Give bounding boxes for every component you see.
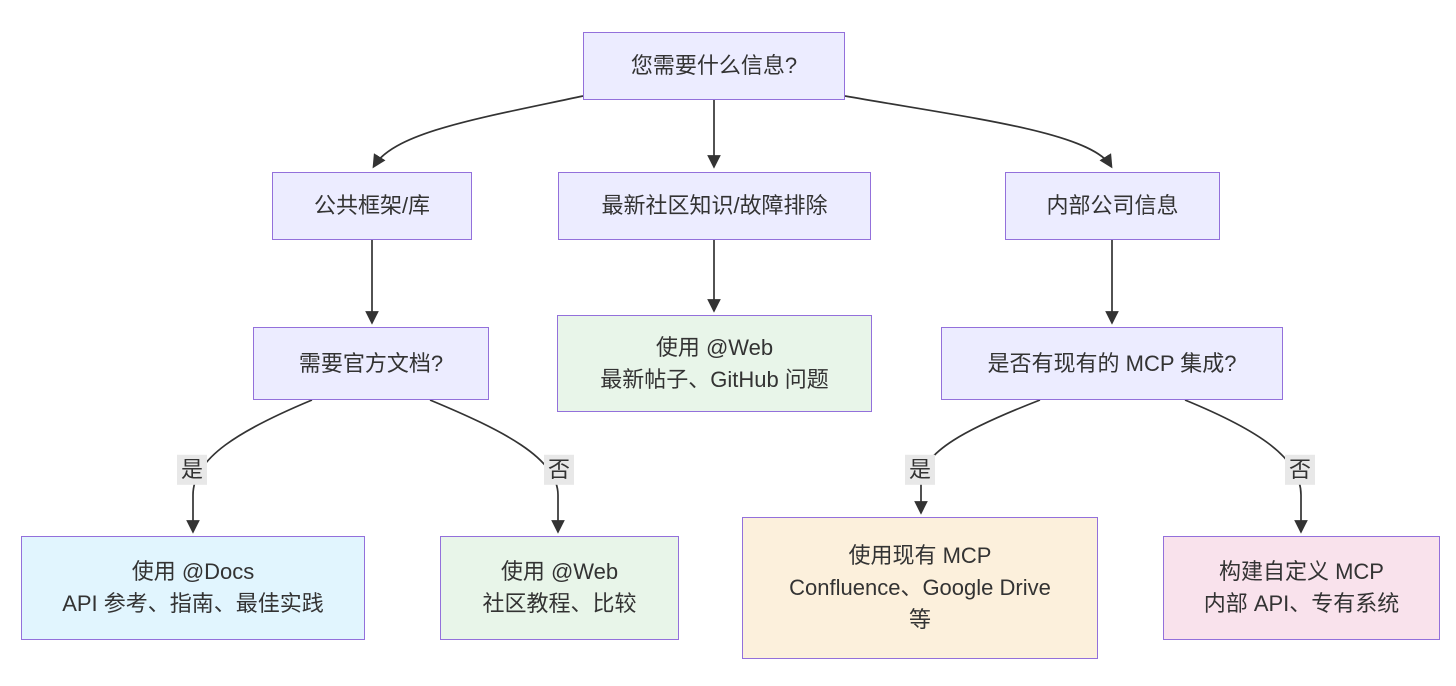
node-use-web-community-line2: 社区教程、比较	[482, 591, 637, 616]
node-community-knowledge-label: 最新社区知识/故障排除	[601, 193, 828, 218]
node-use-docs-line2: API 参考、指南、最佳实践	[62, 591, 324, 616]
edge-mcp-no-to-build-custom-mcp	[1184, 399, 1308, 534]
node-use-docs: 使用 @Docs API 参考、指南、最佳实践	[21, 536, 365, 640]
edge-label-docs-yes: 是	[176, 454, 208, 486]
node-use-web-community-line1: 使用 @Web	[500, 559, 619, 584]
edge-docs-yes-to-use-docs	[186, 399, 313, 534]
node-need-official-docs-label: 需要官方文档?	[298, 350, 444, 376]
edge-mcp-yes-to-use-existing-mcp	[914, 399, 1041, 515]
node-build-custom-mcp-line2: 内部 API、专有系统	[1203, 591, 1400, 616]
node-use-existing-mcp: 使用现有 MCP Confluence、Google Drive 等	[742, 517, 1098, 659]
node-existing-mcp-question: 是否有现有的 MCP 集成?	[941, 327, 1283, 400]
node-use-existing-mcp-line3: 等	[908, 607, 931, 632]
node-community-knowledge: 最新社区知识/故障排除	[558, 172, 871, 240]
node-build-custom-mcp: 构建自定义 MCP 内部 API、专有系统	[1163, 536, 1440, 640]
node-existing-mcp-question-label: 是否有现有的 MCP 集成?	[987, 350, 1237, 376]
node-need-official-docs-question: 需要官方文档?	[253, 327, 489, 400]
node-use-web-community: 使用 @Web 社区教程、比较	[440, 536, 679, 640]
node-root-question: 您需要什么信息?	[583, 32, 845, 100]
node-use-web-latest: 使用 @Web 最新帖子、GitHub 问题	[557, 315, 872, 412]
node-internal-company-label: 内部公司信息	[1046, 193, 1179, 218]
node-public-frameworks: 公共框架/库	[272, 172, 472, 240]
node-use-docs-line1: 使用 @Docs	[131, 559, 255, 584]
edge-label-mcp-no: 否	[1284, 454, 1316, 486]
edge-docs-no-to-use-web-community	[429, 399, 565, 534]
edge-root-to-internal-company	[844, 95, 1113, 169]
node-use-existing-mcp-line1: 使用现有 MCP	[848, 543, 992, 568]
edge-root-to-public-frameworks	[372, 95, 584, 169]
node-use-web-latest-line2: 最新帖子、GitHub 问题	[600, 366, 829, 392]
edge-label-mcp-yes: 是	[904, 454, 936, 486]
edge-label-docs-no: 否	[543, 454, 575, 486]
node-use-existing-mcp-line2: Confluence、Google Drive	[789, 575, 1051, 600]
node-use-web-latest-line1: 使用 @Web	[655, 334, 774, 360]
node-internal-company: 内部公司信息	[1005, 172, 1220, 240]
node-root-question-label: 您需要什么信息?	[630, 53, 798, 78]
node-build-custom-mcp-line1: 构建自定义 MCP	[1218, 559, 1384, 584]
node-public-frameworks-label: 公共框架/库	[313, 193, 431, 218]
